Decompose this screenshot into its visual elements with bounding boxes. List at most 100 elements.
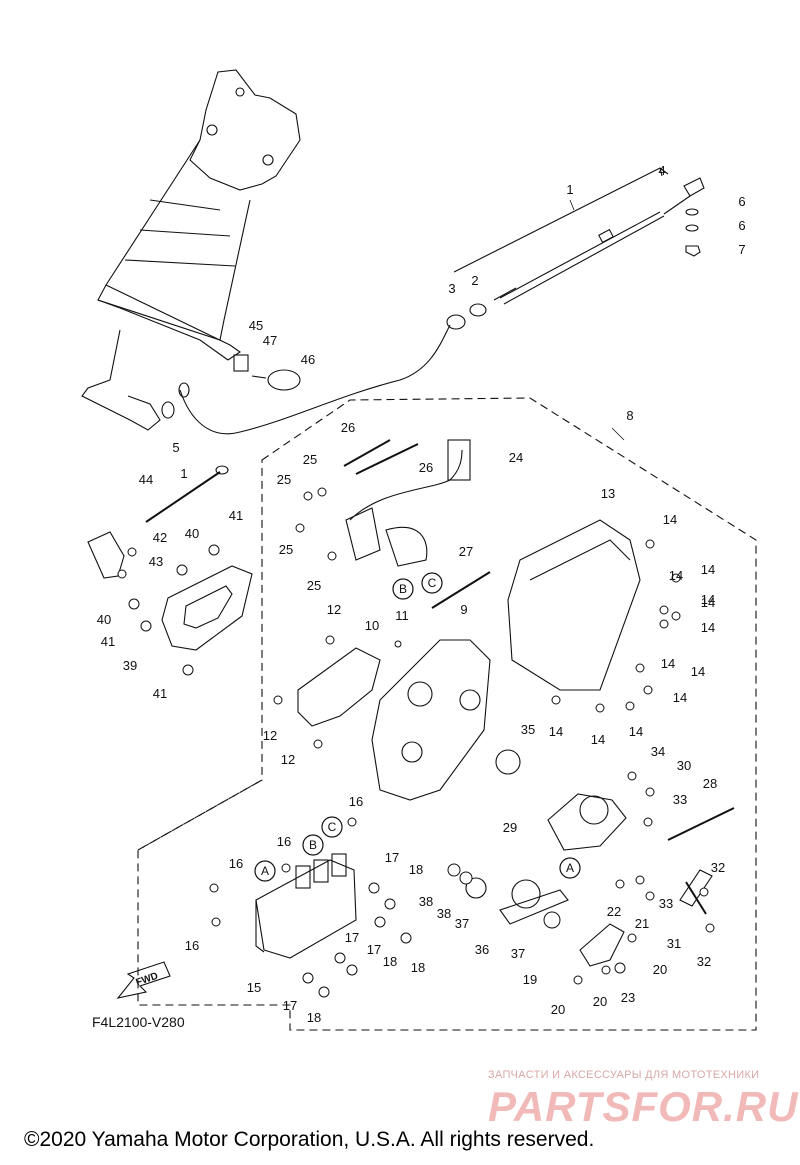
callout-label: 16: [185, 938, 199, 953]
callout-label: 40: [97, 612, 111, 627]
steering-cable-drawing: [179, 177, 705, 435]
callout-label: 37: [455, 916, 469, 931]
copyright-text: ©2020 Yamaha Motor Corporation, U.S.A. A…: [24, 1128, 595, 1151]
callout-label: 1: [566, 182, 573, 197]
fwd-arrow-icon: [116, 961, 171, 999]
callout-label: 21: [635, 916, 649, 931]
control-unit-drawing: [255, 859, 357, 959]
callout-label: 3: [448, 281, 455, 296]
callout-label: 33: [673, 792, 687, 807]
callout-label: 17: [367, 942, 381, 957]
callout-label: 20: [551, 1002, 565, 1017]
callout-label: 14: [701, 562, 715, 577]
callout-label: 43: [149, 554, 163, 569]
callout-label: 12: [281, 752, 295, 767]
diagram-code: F4L2100-V280: [92, 1014, 185, 1030]
callout-label: 5: [172, 440, 179, 455]
callout-label: 18: [409, 862, 423, 877]
cover-drawing: [507, 519, 641, 691]
callout-label: 20: [593, 994, 607, 1009]
callout-label: 22: [607, 904, 621, 919]
callout-label: 9: [460, 602, 467, 617]
callout-label: 6: [738, 218, 745, 233]
callout-label: 38: [437, 906, 451, 921]
connector-label: A: [566, 861, 574, 875]
watermark-tagline: ЗАПЧАСТИ И АКСЕССУАРЫ ДЛЯ МОТОТЕХНИКИ: [488, 1069, 760, 1081]
callout-label: 17: [385, 850, 399, 865]
callout-label: 39: [123, 658, 137, 673]
callout-label: 44: [139, 472, 153, 487]
callout-label: 12: [263, 728, 277, 743]
callout-label: 41: [153, 686, 167, 701]
callout-label: 14: [701, 620, 715, 635]
clamp-parts-drawing: [161, 208, 701, 419]
callout-label: 2: [471, 273, 478, 288]
callout-label: 14: [663, 512, 677, 527]
callout-label: 4: [658, 163, 665, 178]
callout-label: 42: [153, 530, 167, 545]
callout-label: 36: [475, 942, 489, 957]
callout-label: 35: [521, 722, 535, 737]
connector-label: C: [328, 820, 337, 834]
callout-label: 13: [601, 486, 615, 501]
callout-label: 8: [626, 408, 633, 423]
connector-label: B: [399, 582, 407, 596]
steering-bracket-drawing: [81, 69, 301, 431]
callout-label: 33: [659, 896, 673, 911]
callout-label: 24: [509, 450, 523, 465]
callout-label: 26: [341, 420, 355, 435]
callout-label: 15: [247, 980, 261, 995]
connector-label: B: [309, 838, 317, 852]
callout-label: 14: [669, 568, 683, 583]
callout-label: 38: [419, 894, 433, 909]
callout-label: 14: [549, 724, 563, 739]
callout-label: 23: [621, 990, 635, 1005]
callout-label: 29: [503, 820, 517, 835]
callout-label: 14: [691, 664, 705, 679]
callout-label: 14: [701, 592, 715, 607]
callout-label: 45: [249, 318, 263, 333]
callout-label: 37: [511, 946, 525, 961]
callout-label: 18: [411, 960, 425, 975]
callout-label: 28: [703, 776, 717, 791]
callout-label: 6: [738, 194, 745, 209]
callout-label: 10: [365, 618, 379, 633]
assembly-outline: [137, 397, 757, 1031]
callout-label: 17: [283, 998, 297, 1013]
gear-housing-drawing: [371, 639, 491, 801]
callout-label: 20: [653, 962, 667, 977]
connector-label: C: [428, 576, 437, 590]
callout-label: 25: [303, 452, 317, 467]
callout-label: 27: [459, 544, 473, 559]
callout-label: 16: [277, 834, 291, 849]
callout-label: 40: [185, 526, 199, 541]
callout-label: 25: [277, 472, 291, 487]
callout-label: 34: [651, 744, 665, 759]
callout-label: 19: [523, 972, 537, 987]
callout-label: 32: [711, 860, 725, 875]
callout-label: 11: [395, 608, 409, 623]
callout-label: 14: [661, 656, 675, 671]
callout-label: 25: [279, 542, 293, 557]
callout-label: 16: [349, 794, 363, 809]
callout-label: 41: [101, 634, 115, 649]
callout-label: 31: [667, 936, 681, 951]
callout-label: 14: [701, 595, 715, 610]
callout-label: 12: [327, 602, 341, 617]
callout-label: 41: [229, 508, 243, 523]
callout-label: 18: [383, 954, 397, 969]
callout-label: 17: [345, 930, 359, 945]
callout-label: 7: [738, 242, 745, 257]
callout-label: 16: [229, 856, 243, 871]
callout-label: 14: [629, 724, 643, 739]
callout-label: 25: [307, 578, 321, 593]
callout-label: 46: [301, 352, 315, 367]
callout-label: 14: [591, 732, 605, 747]
callout-label: 18: [307, 1010, 321, 1025]
callout-label: 1: [180, 466, 187, 481]
callout-label: 14: [673, 690, 687, 705]
callout-label: 30: [677, 758, 691, 773]
callout-label: 47: [263, 333, 277, 348]
connector-label: A: [261, 864, 269, 878]
